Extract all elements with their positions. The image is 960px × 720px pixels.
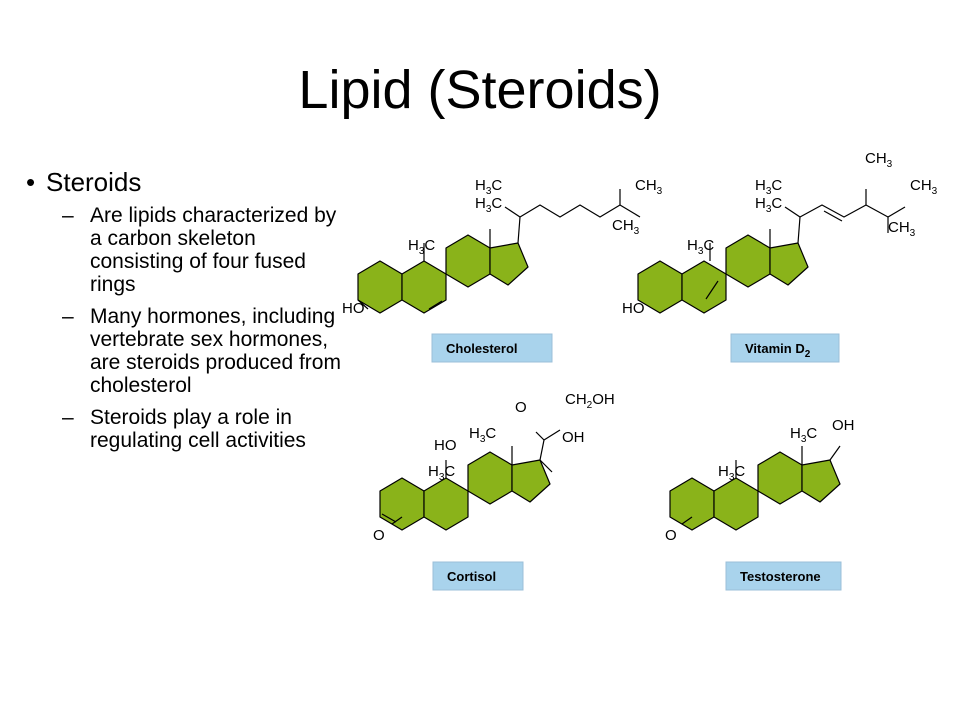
cortisol-structure: [379, 429, 561, 531]
methyl-label: CH3: [635, 177, 663, 197]
methyl-label: CH3: [612, 217, 640, 237]
molecule-name: Vitamin D2: [745, 341, 811, 360]
methyl-label: H3C: [718, 463, 745, 483]
slide-title: Lipid (Steroids): [298, 60, 662, 120]
vitamin-d2-structure: [637, 189, 906, 314]
methyl-label: H3C: [475, 177, 502, 197]
methyl-label: H3C: [755, 195, 782, 215]
hydroxyl-label: OH: [562, 429, 585, 446]
molecule-label-box: [431, 333, 553, 363]
methyl-label: CH3: [910, 177, 938, 197]
bullet-label: Steroids: [46, 167, 142, 197]
sub-bullet-item: – Steroids play a role in regulating cel…: [28, 406, 348, 452]
methyl-label: H3C: [755, 177, 782, 197]
bullet-steroids: • Steroids: [26, 166, 348, 198]
testosterone-structure: [669, 445, 841, 531]
sub-bullet-dash: –: [62, 204, 74, 227]
bullet-list: • Steroids – Are lipids characterized by…: [26, 166, 348, 461]
methyl-label: H3C: [408, 237, 435, 257]
hydroxyl-label: OH: [832, 417, 855, 434]
methyl-label: H3C: [428, 463, 455, 483]
cholesterol-structure: [357, 189, 641, 314]
oxygen-label: O: [515, 399, 527, 416]
methyl-label: H3C: [790, 425, 817, 445]
hydroxyl-label: HO: [622, 300, 645, 317]
molecule-name: Cortisol: [447, 569, 496, 584]
methyl-label: CH3: [865, 150, 893, 170]
sub-bullet-text: Many hormones, including vertebrate sex …: [90, 305, 341, 397]
steroid-structures-figure: [357, 189, 906, 531]
molecule-name: Cholesterol: [446, 341, 518, 356]
methyl-label: H3C: [687, 237, 714, 257]
hydroxymethyl-label: CH2OH: [565, 391, 615, 411]
hydroxyl-label: HO: [342, 300, 365, 317]
sub-bullet-item: – Are lipids characterized by a carbon s…: [28, 204, 348, 296]
sub-bullet-list: – Are lipids characterized by a carbon s…: [28, 204, 348, 452]
molecule-label: Testosterone: [725, 561, 842, 591]
molecule-label-box: [730, 333, 840, 363]
sub-bullet-dash: –: [62, 406, 74, 429]
methyl-label: H3C: [475, 195, 502, 215]
molecule-label-box: [432, 561, 524, 591]
molecule-label: Cortisol: [432, 561, 524, 591]
molecule-label-box: [725, 561, 842, 591]
methyl-label: H3C: [469, 425, 496, 445]
molecule-name: Testosterone: [740, 569, 821, 584]
hydroxyl-label: HO: [434, 437, 457, 454]
oxygen-label: O: [665, 527, 677, 544]
methyl-label: CH3: [888, 219, 916, 239]
sub-bullet-item: – Many hormones, including vertebrate se…: [28, 305, 348, 397]
bullet-dot: •: [26, 167, 36, 197]
oxygen-label: O: [373, 527, 385, 544]
sub-bullet-text: Are lipids characterized by a carbon ske…: [90, 204, 337, 296]
molecule-label: Cholesterol: [431, 333, 553, 363]
molecule-label: Vitamin D2: [730, 333, 840, 363]
sub-bullet-dash: –: [62, 305, 74, 328]
sub-bullet-text: Steroids play a role in regulating cell …: [90, 406, 306, 452]
